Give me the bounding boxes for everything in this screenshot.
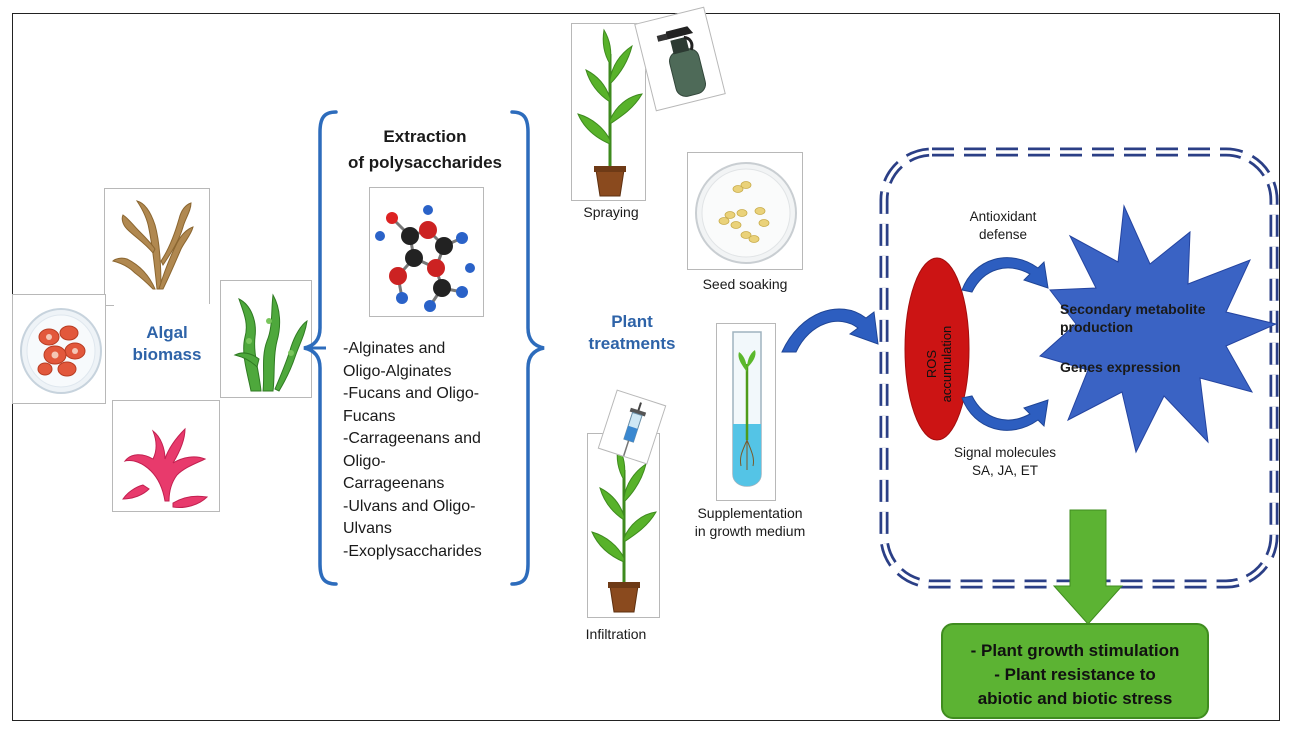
algal-biomass-label-line2: biomass <box>132 345 202 364</box>
algal-biomass-label-line1: Algal <box>146 323 188 342</box>
supplementation-caption-line2: in growth medium <box>694 523 806 539</box>
potted-plant-icon <box>577 28 643 197</box>
left-curly-brace <box>303 110 338 586</box>
cluster-connector <box>308 346 326 350</box>
antioxidant-arrow <box>961 257 1049 293</box>
syringe-icon <box>622 402 647 457</box>
ros-ellipse <box>904 257 970 441</box>
polysaccharide-item: -Exoplysaccharides <box>343 542 482 560</box>
infiltration-caption: Infiltration <box>585 626 647 642</box>
red-algae-dish-tile <box>12 294 106 404</box>
pink-algae-image <box>122 427 209 508</box>
plant-treatments-label: Plant treatments <box>582 311 682 355</box>
antioxidant-label-line1: Antioxidant <box>969 209 1037 224</box>
ros-label: ROS accumulation <box>924 309 954 419</box>
molecule-tile <box>369 187 484 317</box>
metabolite-burst <box>1038 204 1278 454</box>
supplementation-caption-line1: Supplementation <box>697 505 803 521</box>
signal-molecules-label-line2: SA, JA, ET <box>971 463 1039 478</box>
polysaccharide-item: -Alginates and <box>343 340 446 357</box>
signal-molecules-label-line1: Signal molecules <box>953 445 1057 460</box>
polysaccharide-item: -Ulvans and Oligo- <box>343 497 476 515</box>
outcome-box: - Plant growth stimulation - Plant resis… <box>941 623 1209 719</box>
genes-expression-label: Genes expression <box>1060 359 1181 375</box>
spray-bottle-icon <box>656 26 707 97</box>
secondary-metabolite-label: Secondary metabolite production <box>1060 300 1206 336</box>
outcome-line2: - Plant resistance to <box>994 665 1156 684</box>
polysaccharide-item: Ulvans <box>343 520 392 537</box>
polysaccharide-list: -Alginates and Oligo-Alginates -Fucans a… <box>343 338 482 563</box>
treatment-to-response-arrow <box>781 308 879 353</box>
antioxidant-label-line2: defense <box>978 227 1028 242</box>
outcome-line3: abiotic and biotic stress <box>977 689 1173 708</box>
seed-soaking-tile <box>687 152 803 270</box>
polysaccharide-item: -Carrageenans and <box>343 430 481 447</box>
test-tube-icon <box>732 331 762 487</box>
extraction-title-line1: Extraction <box>383 127 467 146</box>
algal-biomass-label-tile: Algal biomass <box>114 304 220 400</box>
plant-treatments-label-line2: treatments <box>588 334 676 353</box>
spray-bottle-tile <box>634 6 726 112</box>
red-algae-dish-image <box>20 308 102 394</box>
potted-plant-icon <box>591 444 657 613</box>
spraying-plant-tile <box>571 23 646 201</box>
molecule-image <box>375 205 475 312</box>
polysaccharide-item: Oligo-Alginates <box>343 362 452 380</box>
outcome-down-arrow <box>1052 509 1124 625</box>
green-algae-image <box>233 293 308 392</box>
polysaccharide-item: Carrageenans <box>343 475 445 492</box>
outcome-line1: - Plant growth stimulation <box>970 641 1180 660</box>
antioxidant-label: Antioxidant defense <box>948 208 1058 244</box>
brown-algae-tile <box>104 188 210 306</box>
supplementation-caption: Supplementation in growth medium <box>680 504 820 540</box>
syringe-tile <box>597 389 667 465</box>
polysaccharide-item: -Fucans and Oligo- <box>343 385 480 402</box>
green-algae-tile <box>220 280 312 398</box>
extraction-title-line2: of polysaccharides <box>347 153 502 172</box>
polysaccharide-item: Oligo- <box>343 452 386 470</box>
infiltration-plant-tile <box>587 433 660 618</box>
signal-arrow <box>961 395 1049 431</box>
polysaccharide-item: Fucans <box>343 407 396 425</box>
ros-label-line1: ROS <box>924 349 939 379</box>
plant-treatments-label-line1: Plant <box>611 312 653 331</box>
seed-soaking-caption: Seed soaking <box>702 276 788 292</box>
supplementation-tile <box>716 323 776 501</box>
pink-algae-tile <box>112 400 220 512</box>
ros-label-line2: accumulation <box>939 325 954 403</box>
response-dashed-panel <box>879 147 1279 589</box>
petri-dish-icon <box>695 162 797 264</box>
brown-algae-image <box>112 200 194 290</box>
spraying-caption: Spraying <box>583 204 639 220</box>
extraction-title: Extraction of polysaccharides <box>340 124 510 176</box>
secondary-metabolite-line2: production <box>1060 319 1134 335</box>
right-curly-brace <box>510 110 545 586</box>
secondary-metabolite-line1: Secondary metabolite <box>1060 301 1206 317</box>
signal-molecules-label: Signal molecules SA, JA, ET <box>940 444 1070 480</box>
